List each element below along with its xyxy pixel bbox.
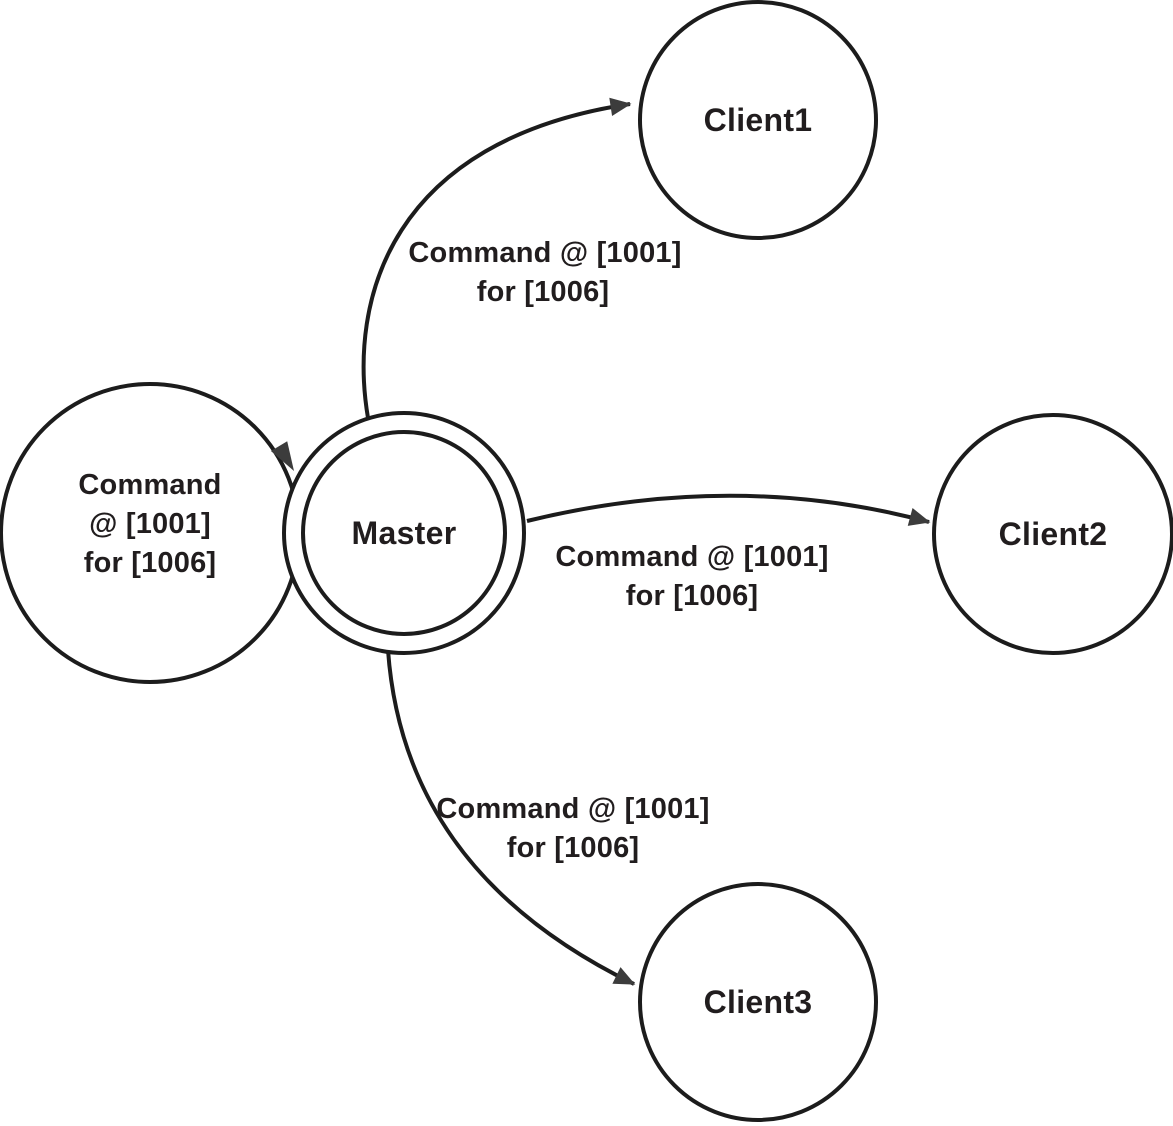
edge-label-master-client2-line2: for [1006]	[626, 580, 759, 612]
edge-master-to-client1	[361, 97, 632, 419]
edge-label-master-client1-line1: Command @ [1001]	[408, 237, 681, 269]
edge-label-master-client3-line1: Command @ [1001]	[436, 793, 709, 825]
client1-node-label: Client1	[704, 102, 813, 138]
client2-circle	[932, 413, 1173, 655]
self-loop-label-line3: for [1006]	[84, 547, 217, 579]
master-node-label: Master	[352, 515, 457, 551]
edge-label-master-client1: Command @ [1001] for [1006]	[408, 237, 681, 308]
client1-circle	[638, 0, 878, 240]
self-loop-arrowhead-icon	[270, 441, 294, 471]
edge-label-master-client2-line1: Command @ [1001]	[555, 541, 828, 573]
edge-master-to-client2	[526, 493, 931, 526]
node-client3: Client3	[638, 882, 878, 1122]
client3-node-label: Client3	[704, 984, 813, 1020]
edge-label-master-client1-line2: for [1006]	[477, 276, 610, 308]
edge-master-to-client3	[386, 649, 636, 986]
client2-node-label: Client2	[999, 516, 1108, 552]
self-loop-label-line2: @ [1001]	[89, 508, 211, 540]
client3-circle	[638, 882, 878, 1122]
master-inner-circle	[301, 430, 507, 636]
node-client1: Client1	[638, 0, 878, 240]
node-master: Master	[282, 411, 526, 655]
node-client2: Client2	[932, 413, 1173, 655]
edge-label-master-client3: Command @ [1001] for [1006]	[436, 793, 709, 864]
edge-label-master-client2: Command @ [1001] for [1006]	[555, 541, 828, 612]
edge-label-master-client3-line2: for [1006]	[507, 832, 640, 864]
self-loop-label-line1: Command	[78, 469, 221, 501]
self-loop-label: Command @ [1001] for [1006]	[78, 469, 221, 579]
